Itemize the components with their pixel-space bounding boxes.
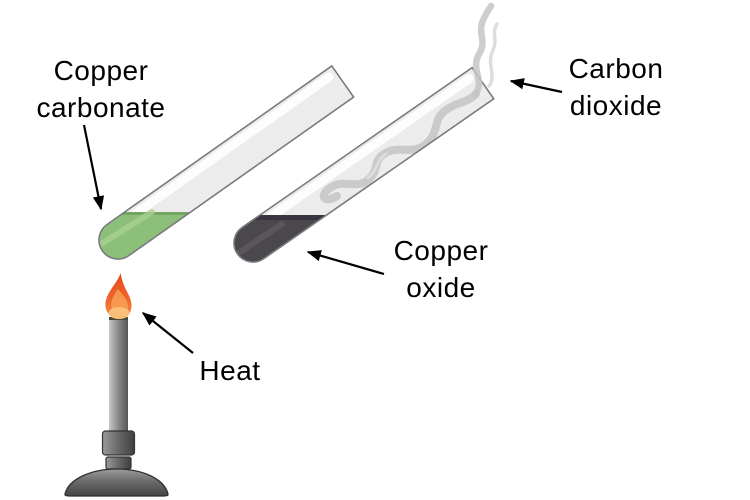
copper-oxide-arrow [306,250,385,276]
carbon-dioxide-arrow [509,78,563,94]
bunsen-burner-icon [64,317,169,497]
flame-base-glow [108,307,130,319]
test-tube-outline [98,64,355,260]
burner-collar-lower [105,456,132,470]
label-copper-oxide: Copper oxide [393,235,489,303]
smoke-wisp-small [487,22,499,88]
carbon-dioxide-smoke-interior-light [366,152,388,180]
carbon-dioxide-smoke-interior [319,90,480,204]
copper-carbonate-powder [91,212,354,267]
powder-surface-edge [226,215,494,220]
burner-chimney [109,317,128,434]
carbon-dioxide-smoke-icon [471,2,499,98]
test-tube-glass [234,67,494,262]
glass-highlight [105,72,334,236]
powder-sheen [95,209,155,249]
powder-sheen [237,221,285,255]
burner-collar-upper [101,430,136,456]
label-copper-carbonate: Copper carbonate [36,55,166,123]
copper-carbonate-arrow [82,124,105,211]
label-heat: Heat [199,355,261,386]
smoke-wisp-large [471,2,495,98]
heat-arrow [141,312,194,354]
burner-base [64,468,169,497]
label-carbon-dioxide: Carbon dioxide [568,53,664,121]
flame-icon [105,273,132,319]
glass-highlight [240,74,474,239]
test-tube-outline [233,66,495,263]
test-tube-glass [99,65,354,259]
